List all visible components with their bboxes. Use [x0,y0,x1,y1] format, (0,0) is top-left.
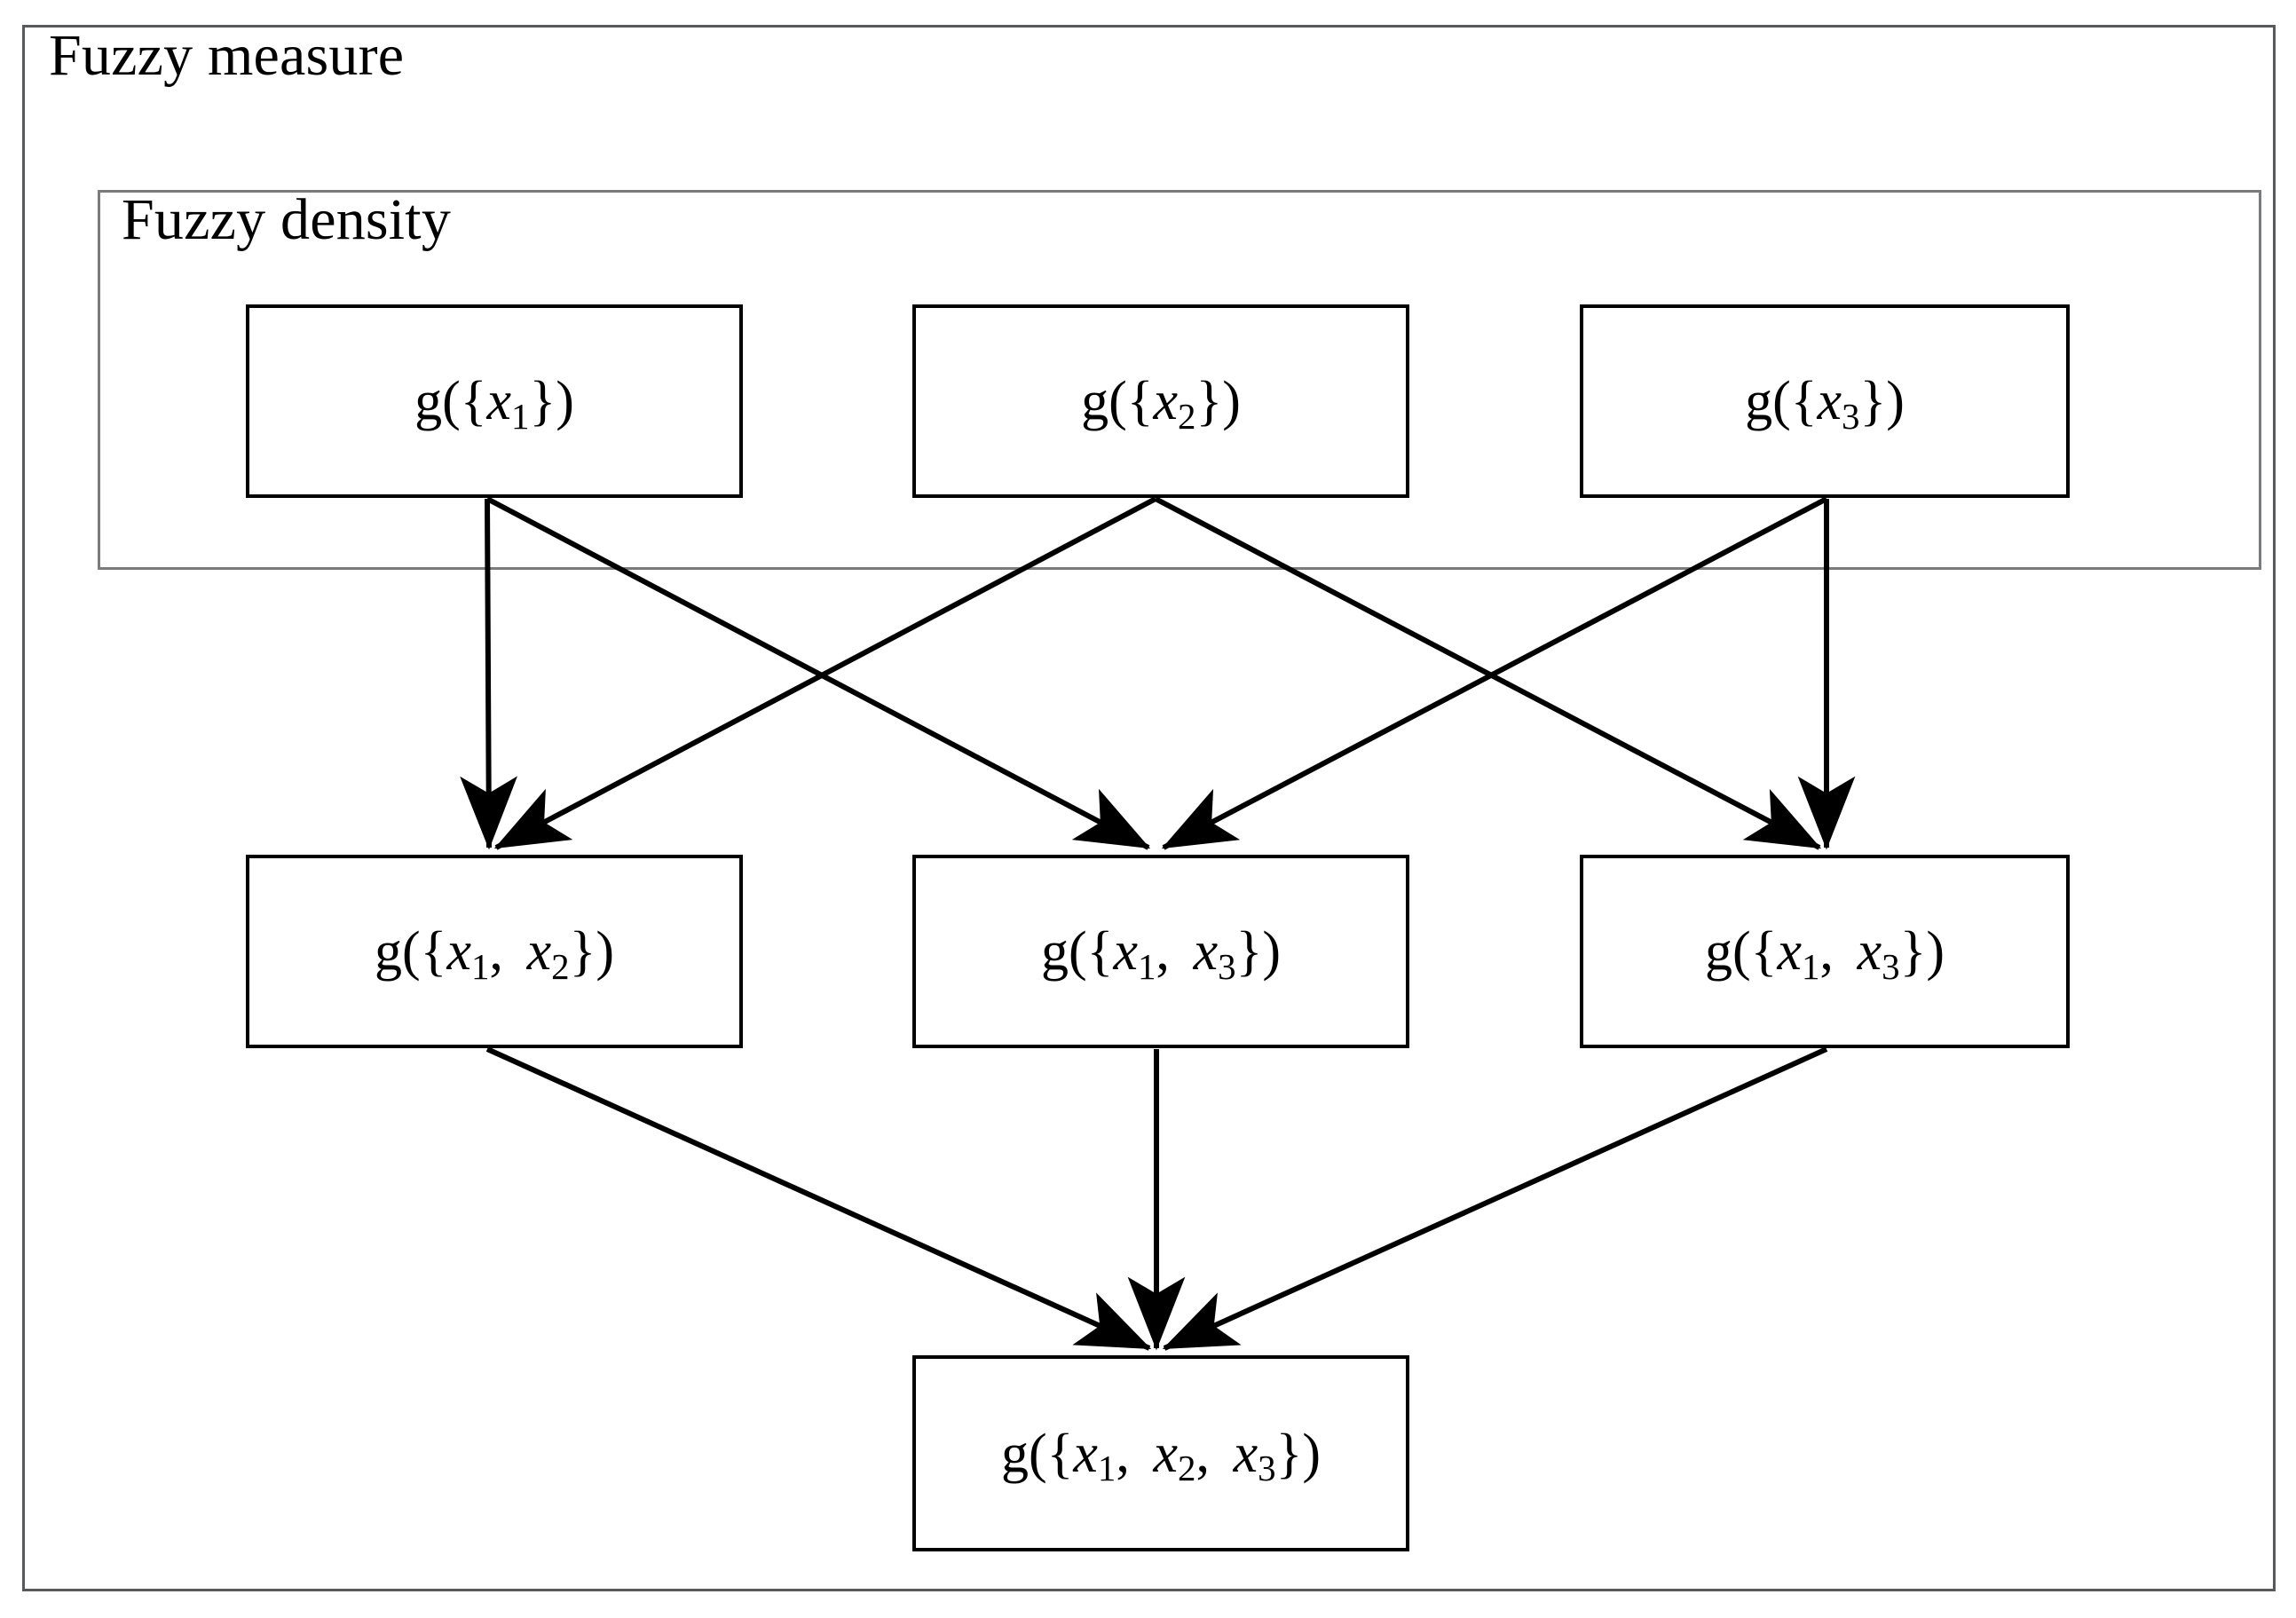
node-g-x3[interactable]: g({x3}) [1580,304,2070,498]
node-label: g({x1, x2}) [375,921,614,987]
node-label: g({x1, x2, x3}) [1000,1423,1322,1489]
node-g-x1-x2-x3[interactable]: g({x1, x2, x3}) [912,1355,1409,1551]
node-g-x1-x3-right[interactable]: g({x1, x3}) [1580,855,2070,1048]
node-g-x1-x3-center[interactable]: g({x1, x3}) [912,855,1409,1048]
node-label: g({x1, x3}) [1705,921,1945,987]
node-g-x1-x2[interactable]: g({x1, x2}) [246,855,743,1048]
node-g-x2[interactable]: g({x2}) [912,304,1409,498]
node-label: g({x1}) [414,371,574,437]
fuzzy-density-label: Fuzzy density [122,187,452,252]
fuzzy-measure-label: Fuzzy measure [49,23,405,88]
node-label: g({x3}) [1745,371,1905,437]
node-label: g({x2}) [1081,371,1241,437]
node-g-x1[interactable]: g({x1}) [246,304,743,498]
node-label: g({x1, x3}) [1041,921,1281,987]
